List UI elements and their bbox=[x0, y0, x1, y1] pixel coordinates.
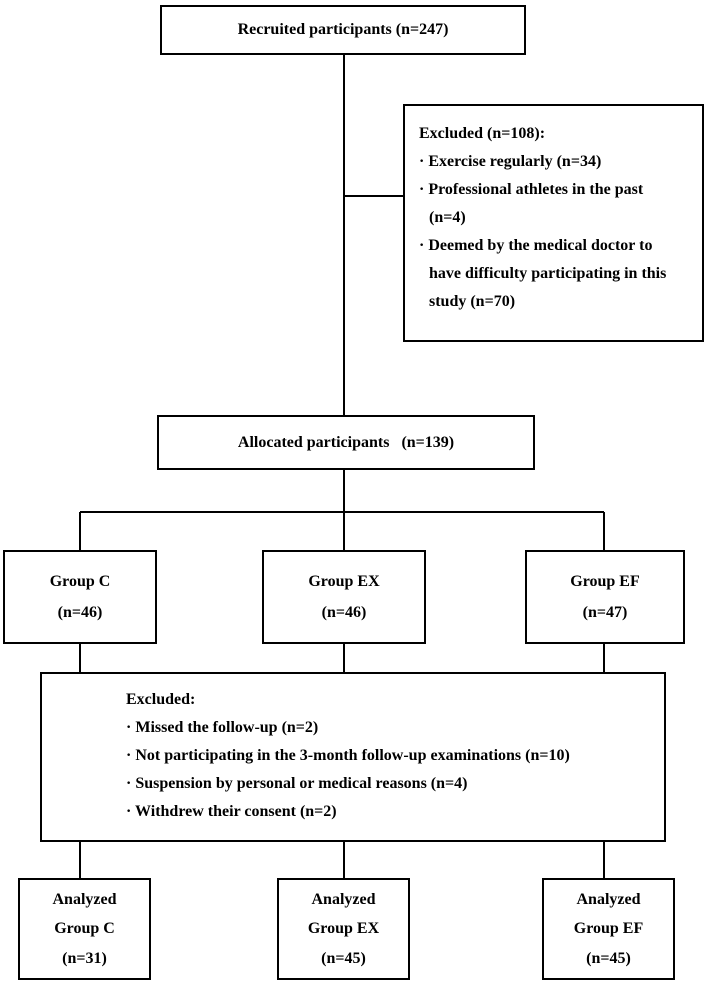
analyzed-group-c-box: Analyzed Group C (n=31) bbox=[18, 878, 151, 980]
group-ef-box: Group EF (n=47) bbox=[525, 550, 685, 644]
analyzed-group-ef-box: Analyzed Group EF (n=45) bbox=[542, 878, 675, 980]
recruited-label: Recruited participants (n=247) bbox=[237, 21, 449, 39]
excluded-1-item: have difficulty participating in this bbox=[429, 265, 667, 282]
group-c-box: Group C (n=46) bbox=[3, 550, 157, 644]
excluded-1-item: (n=4) bbox=[429, 209, 466, 226]
excluded-box-2: Excluded: · Missed the follow-up (n=2) ·… bbox=[40, 672, 666, 842]
excluded-1-item: · Exercise regularly (n=34) bbox=[419, 153, 602, 170]
group-ex-count: (n=46) bbox=[321, 604, 367, 621]
analyzed-c-line2: Group C bbox=[54, 920, 115, 938]
group-ef-count: (n=47) bbox=[582, 604, 628, 621]
analyzed-ef-line1: Analyzed bbox=[576, 891, 641, 909]
excluded-1-title: Excluded (n=108): bbox=[419, 125, 546, 142]
excluded-2-title: Excluded: bbox=[126, 691, 196, 708]
excluded-1-item: · Deemed by the medical doctor to bbox=[419, 237, 653, 254]
excluded-2-item: · Not participating in the 3-month follo… bbox=[126, 747, 570, 764]
analyzed-c-line1: Analyzed bbox=[52, 891, 117, 909]
excluded-2-item: · Suspension by personal or medical reas… bbox=[126, 775, 468, 792]
analyzed-ex-line1: Analyzed bbox=[311, 891, 376, 909]
analyzed-group-ex-box: Analyzed Group EX (n=45) bbox=[277, 878, 410, 980]
analyzed-ef-line2: Group EF bbox=[573, 920, 644, 938]
excluded-box-1: Excluded (n=108): · Exercise regularly (… bbox=[403, 104, 704, 342]
excluded-1-item: study (n=70) bbox=[429, 293, 516, 310]
analyzed-ex-count: (n=45) bbox=[321, 949, 366, 967]
group-ex-name: Group EX bbox=[308, 572, 380, 590]
group-ef-name: Group EF bbox=[570, 572, 640, 590]
excluded-2-item: · Missed the follow-up (n=2) bbox=[126, 719, 319, 736]
group-ex-box: Group EX (n=46) bbox=[262, 550, 426, 644]
recruited-box: Recruited participants (n=247) bbox=[160, 5, 526, 55]
allocated-box: Allocated participants (n=139) bbox=[157, 415, 535, 470]
group-c-name: Group C bbox=[49, 572, 111, 590]
excluded-1-item: · Professional athletes in the past bbox=[419, 181, 644, 198]
group-c-count: (n=46) bbox=[57, 604, 103, 621]
analyzed-c-count: (n=31) bbox=[62, 949, 107, 967]
analyzed-ef-count: (n=45) bbox=[586, 949, 631, 967]
allocated-label: Allocated participants (n=139) bbox=[237, 433, 455, 451]
excluded-2-item: · Withdrew their consent (n=2) bbox=[126, 803, 337, 820]
analyzed-ex-line2: Group EX bbox=[307, 920, 380, 938]
